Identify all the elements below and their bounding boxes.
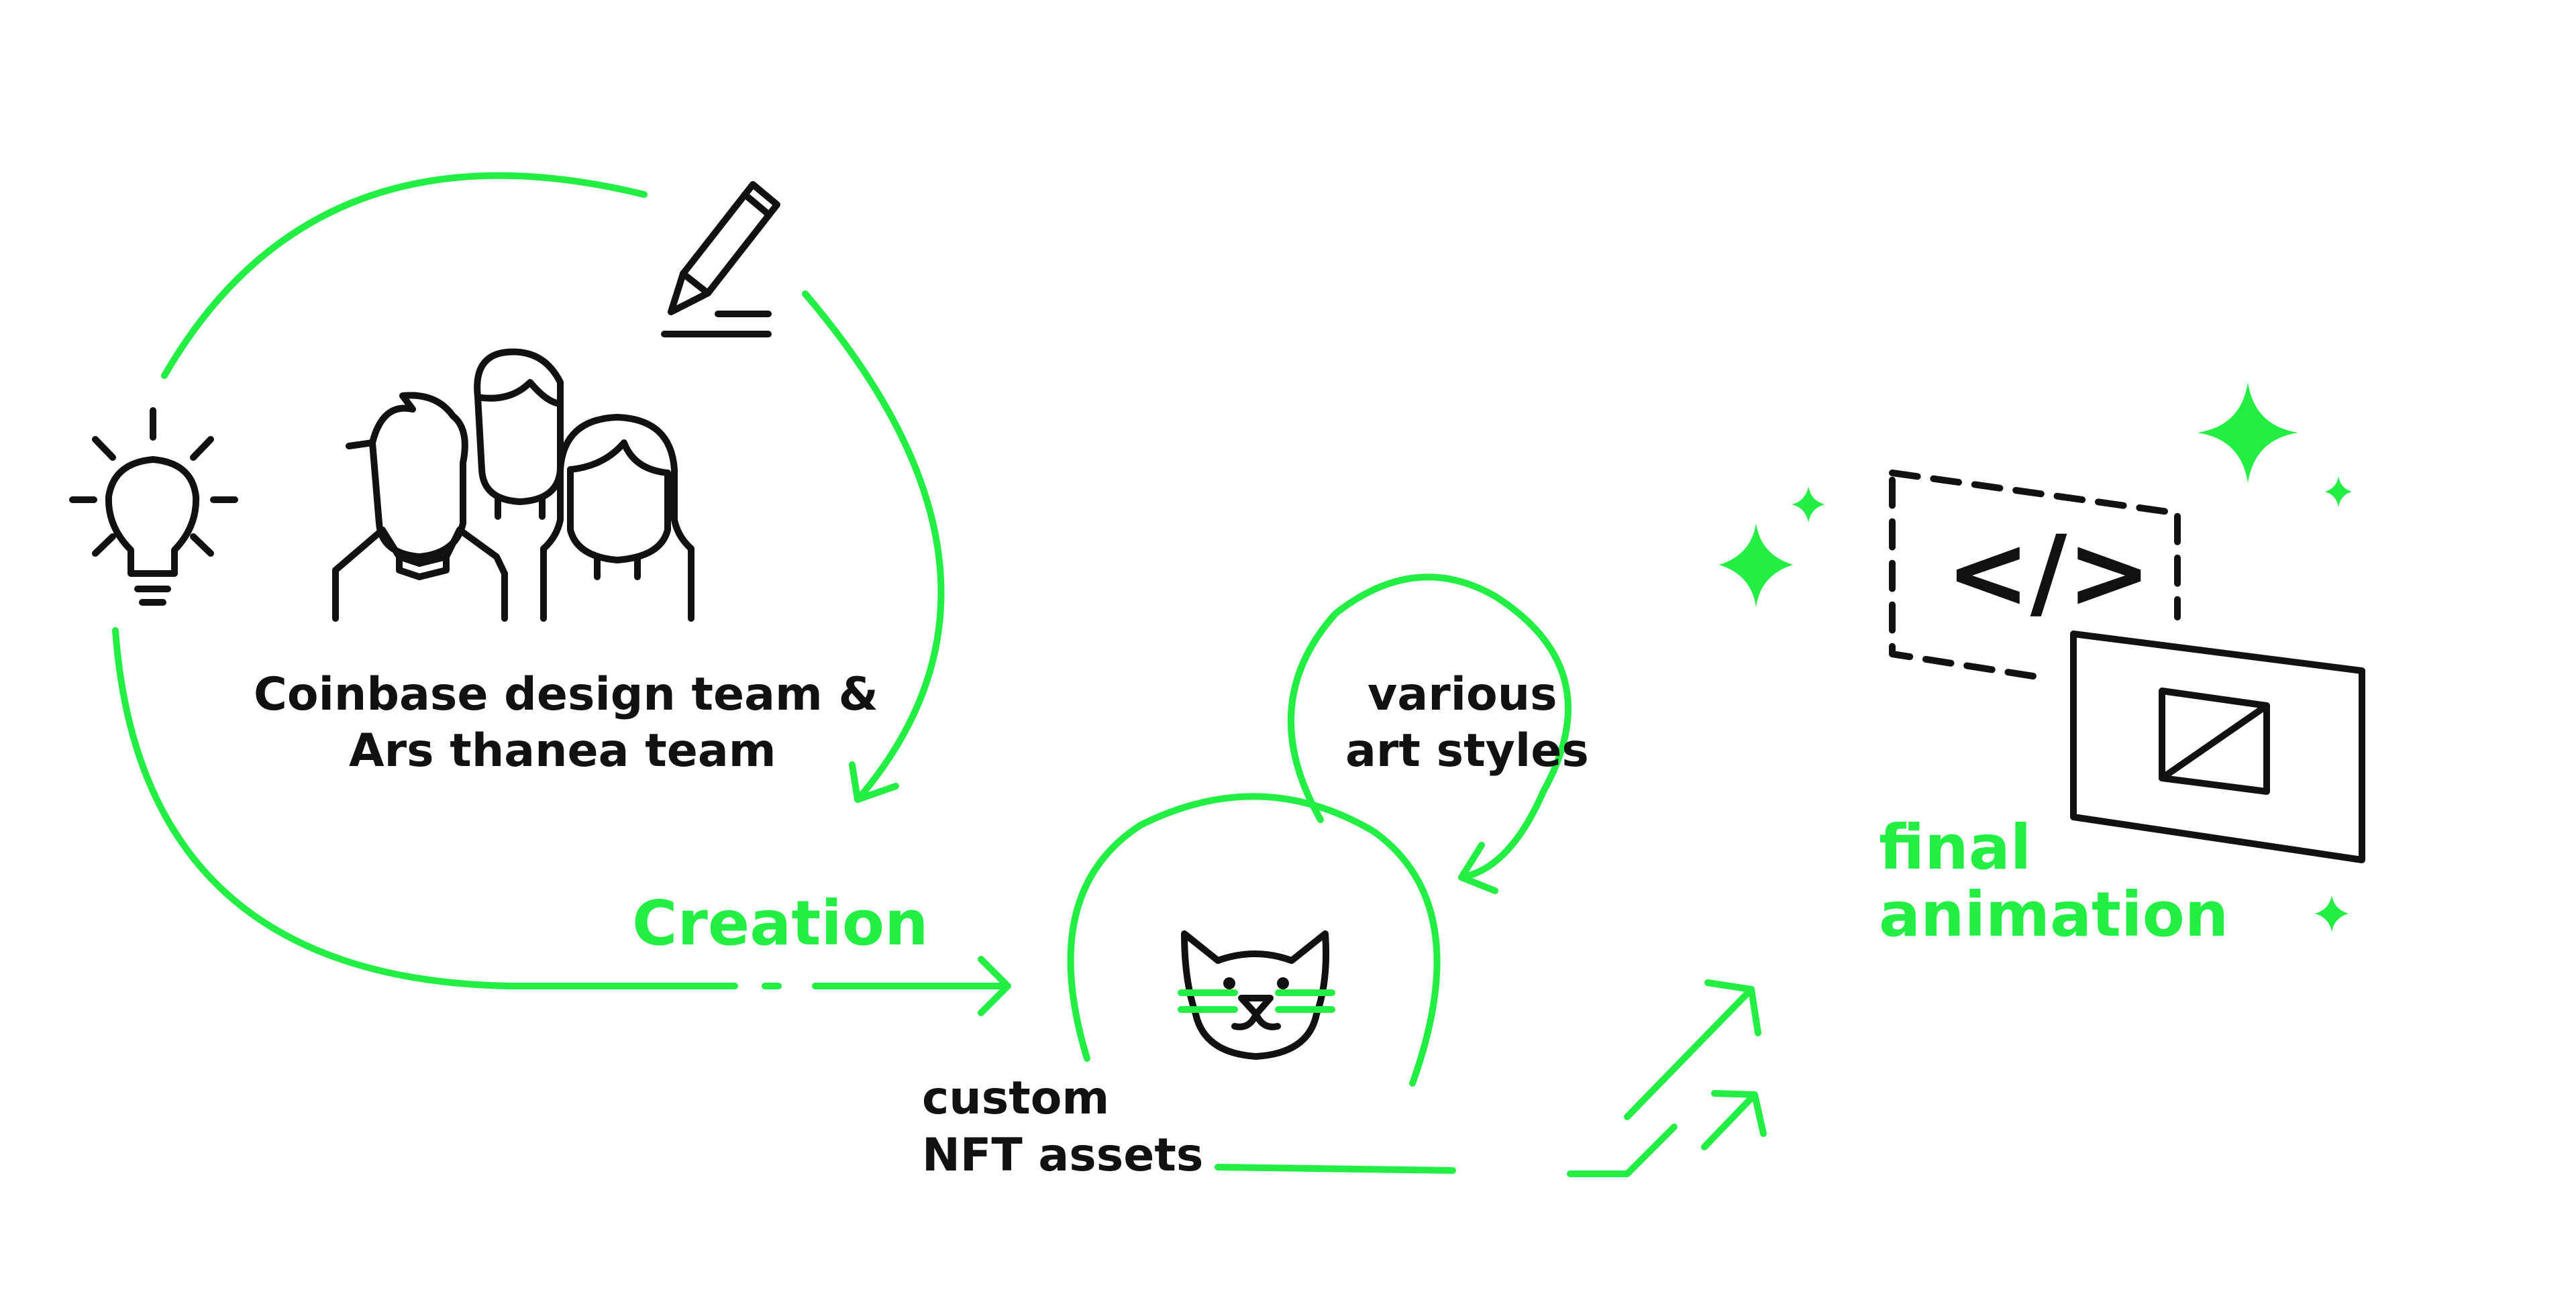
sparkle-icon — [2315, 895, 2349, 932]
lightbulb-icon — [69, 407, 238, 606]
styles-label-line2: art styles — [1345, 724, 1589, 777]
assets-label-line2: NFT assets — [922, 1129, 1203, 1182]
sparkle-icon — [1719, 523, 1793, 607]
styles-label-line1: various — [1368, 668, 1557, 721]
assets-loop — [1067, 793, 1456, 1174]
output-arrows — [1567, 979, 1767, 1177]
sparkle-icon — [1792, 486, 1825, 523]
team-people-icon — [332, 348, 694, 622]
final-label-line2: animation — [1879, 879, 2228, 950]
cat-icon — [1178, 930, 1335, 1060]
sparkle-icon — [2198, 382, 2298, 483]
team-label-line1: Coinbase design team & — [254, 668, 878, 721]
code-glyph: </> — [1946, 514, 2151, 631]
creation-loop — [112, 172, 1011, 1016]
final-label-line1: final — [1879, 812, 2031, 883]
creation-label: Creation — [632, 887, 929, 959]
pencil-icon — [661, 181, 780, 337]
assets-label-line1: custom — [922, 1072, 1109, 1125]
team-label-line2: Ars thanea team — [349, 724, 776, 777]
style-loop — [1288, 574, 1572, 894]
code-window-icon: </> — [1889, 470, 2181, 679]
video-frame-icon — [2070, 631, 2365, 863]
sparkle-icon — [2325, 476, 2352, 507]
